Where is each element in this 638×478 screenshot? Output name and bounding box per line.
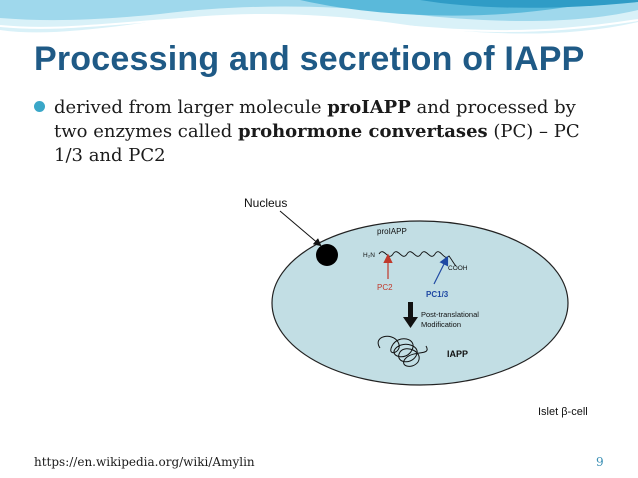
bullet-text-part-1: derived from larger molecule [54,97,328,118]
proiapp-label: proIAPP [377,227,407,236]
bullet-text-part-3: (PC) – PC 1/3 and PC2 [54,121,580,166]
header-wave-decoration [0,0,638,34]
islet-cell-ellipse [271,220,569,386]
bullet-text-part-2: and processed by two enzymes called [54,97,576,142]
bullet-dot-icon [34,101,45,112]
bullet-item: derived from larger molecule proIAPP and… [34,96,594,168]
nucleus-pointer-arrow [279,210,322,247]
nucleus-circle [316,244,338,266]
post-translational-label-line1: Post-translational [421,310,479,319]
post-translational-label-line2: Modification [421,320,461,329]
pc13-label: PC1/3 [426,290,449,299]
iapp-label: IAPP [447,349,468,359]
modification-arrow-head [403,317,418,328]
modification-arrow-shaft [408,302,413,318]
slide-title: Processing and secretion of IAPP [34,40,585,78]
diagram-svg: Nucleus proIAPP H₂N COOH PC2 PC1/3 Post-… [244,196,588,418]
iapp-folded-peptide [377,335,428,367]
bullet-bold-prohormone-convertases: prohormone convertases [238,121,488,142]
islet-cell-label: Islet β-cell [538,406,588,418]
h2n-label: H₂N [363,252,375,259]
pc13-arrow [433,255,449,285]
proiapp-chain [378,251,457,267]
source-url[interactable]: https://en.wikipedia.org/wiki/Amylin [34,455,255,469]
bullet-bold-proiapp: proIAPP [327,97,411,118]
iapp-processing-diagram: Nucleus proIAPP H₂N COOH PC2 PC1/3 Post-… [222,186,603,423]
pc2-label: PC2 [377,283,393,292]
nucleus-label: Nucleus [244,196,287,210]
cooh-label: COOH [448,265,468,272]
bullet-text: derived from larger molecule proIAPP and… [54,96,594,168]
page-number: 9 [596,455,604,469]
